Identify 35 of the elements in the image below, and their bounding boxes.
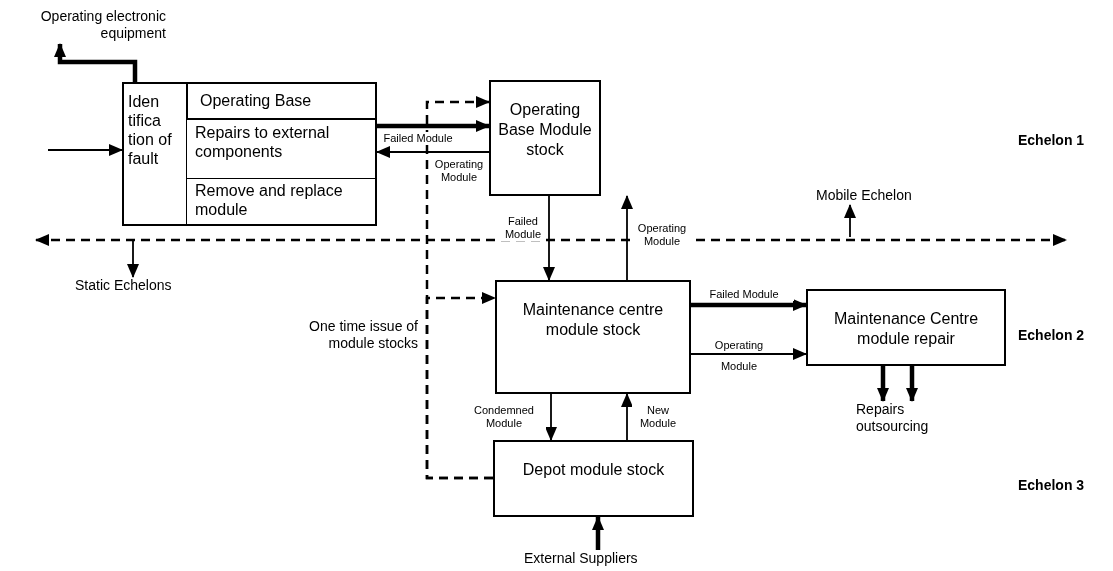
box-section: Iden tifica tion of fault <box>124 84 187 224</box>
arrow <box>844 204 856 238</box>
box-heading: Operating Base <box>187 84 377 120</box>
echelon-label: Echelon 1 <box>1018 132 1085 149</box>
arrow <box>906 366 918 402</box>
arrow <box>690 348 807 360</box>
echelon-label: Echelon 3 <box>1018 477 1085 494</box>
arrow <box>543 195 555 281</box>
arrow <box>592 516 604 550</box>
note-text: One time issue of module stocks <box>308 318 418 352</box>
process-box <box>122 82 377 226</box>
arrow <box>376 146 490 158</box>
arrow <box>425 292 496 480</box>
edge-label: Operating Module <box>713 338 765 374</box>
endpoint-label: External Suppliers <box>524 550 674 568</box>
endpoint-label: Static Echelons <box>75 277 195 295</box>
arrow <box>545 393 557 441</box>
endpoint-label: Mobile Echelon <box>816 187 926 205</box>
arrow <box>127 239 139 278</box>
arrow <box>47 144 123 156</box>
arrow <box>377 120 490 132</box>
arrow <box>621 195 633 281</box>
process-box: Depot module stock <box>493 440 694 517</box>
box-section: Repairs to external components <box>187 120 377 178</box>
process-box: Maintenance centre module stock <box>495 280 691 394</box>
process-box: Operating Base Module stock <box>489 80 601 196</box>
process-box: Maintenance Centre module repair <box>806 289 1006 366</box>
box-section: Remove and replace module <box>187 178 377 224</box>
arrow <box>877 366 889 402</box>
arrow <box>691 299 807 311</box>
endpoint-label: Repairs outsourcing <box>856 401 946 437</box>
arrow <box>54 43 138 82</box>
echelon-label: Echelon 2 <box>1018 327 1085 344</box>
arrow <box>621 393 633 441</box>
endpoint-label: Operating electronic equipment <box>6 8 166 44</box>
